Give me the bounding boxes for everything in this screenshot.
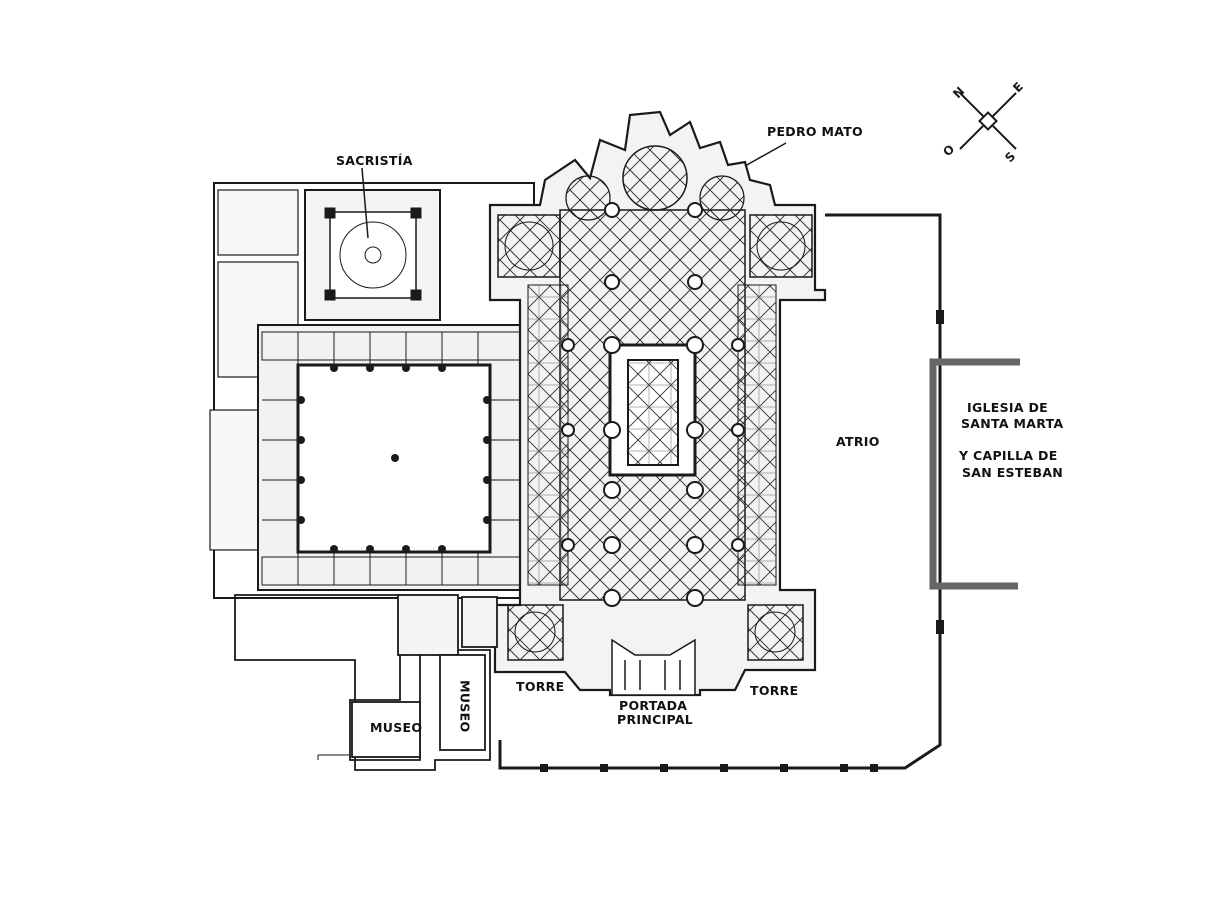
label-atrio: ATRIO bbox=[836, 434, 880, 449]
atrium-wall bbox=[498, 213, 942, 770]
nave-piers bbox=[561, 202, 745, 607]
label-sacristia: SACRISTÍA bbox=[336, 153, 413, 168]
cloister-arcade bbox=[262, 332, 524, 585]
cloister-piers bbox=[297, 364, 491, 553]
label-museo: MUSEO bbox=[370, 720, 423, 735]
label-portada-line2: PRINCIPAL bbox=[617, 712, 694, 727]
iglesia-marker-bracket bbox=[929, 358, 1020, 590]
compass-s: S bbox=[1002, 149, 1018, 165]
atrium-wall-posts bbox=[540, 310, 944, 772]
compass-o: O bbox=[940, 142, 957, 159]
cloister-center-point bbox=[391, 454, 399, 462]
sacristy-room bbox=[304, 189, 441, 321]
label-museo-vertical: MUSEO bbox=[457, 680, 473, 733]
main-portal bbox=[611, 638, 696, 696]
compass-e: E bbox=[1010, 79, 1026, 95]
label-iglesia-line4: SAN ESTEBAN bbox=[962, 465, 1064, 480]
label-portada-line1: PORTADA bbox=[619, 698, 688, 713]
label-iglesia-line1: IGLESIA DE bbox=[967, 400, 1049, 415]
label-torre-left: TORRE bbox=[516, 679, 565, 694]
compass-rose: N E O S bbox=[940, 79, 1026, 165]
label-iglesia-line2: SANTA MARTA bbox=[961, 416, 1064, 431]
sacristia-leader-line bbox=[361, 167, 369, 239]
label-pedro-mato: PEDRO MATO bbox=[767, 124, 863, 139]
pedro-mato-leader-line bbox=[744, 142, 787, 167]
label-iglesia-line3: Y CAPILLA DE bbox=[959, 448, 1058, 463]
museum-rooms bbox=[234, 594, 498, 771]
cathedral-nave bbox=[488, 110, 827, 697]
label-torre-right: TORRE bbox=[750, 683, 799, 698]
